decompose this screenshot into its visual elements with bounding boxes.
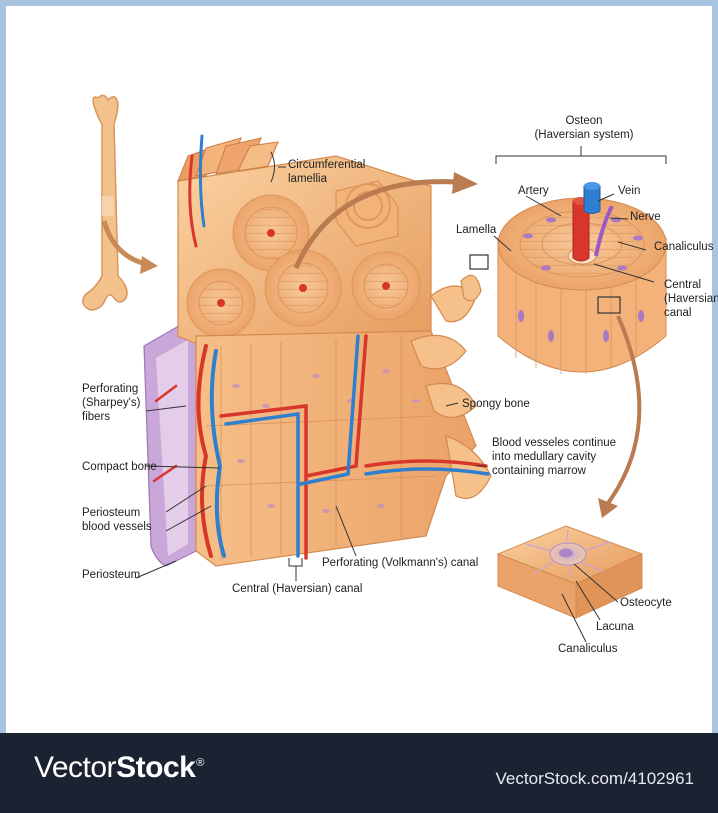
spongy-bone-label: Spongy bone (462, 397, 530, 411)
nerve-label: Nerve (630, 210, 661, 224)
vein-label: Vein (618, 184, 640, 198)
perforating-canal-label: Perforating (Volkmann's) canal (322, 556, 478, 570)
femur-icon (83, 95, 127, 310)
canaliculus-top-label: Canaliculus (654, 240, 713, 254)
watermark-footer: VectorStock® VectorStock.com/4102961 (0, 733, 718, 813)
periosteum-blood-vessels-label: Periosteum blood vessels (82, 506, 152, 534)
osteocyte-label: Osteocyte (620, 596, 672, 610)
lamella-label: Lamella (456, 223, 496, 237)
circumferential-lamellae-label: Circumferential lamellia (288, 158, 365, 186)
diagram-canvas: Osteon (Haversian system) Circumferentia… (6, 6, 712, 733)
central-canal-bottom-label: Central (Haversian) canal (232, 582, 362, 596)
vectorstock-url[interactable]: VectorStock.com/4102961 (496, 769, 694, 789)
blood-vessels-continue-label: Blood vesseles continue into medullary c… (492, 436, 616, 478)
central-canal-top-label: Central (Haversian) canal (664, 278, 718, 320)
canaliculus-bottom-label: Canaliculus (558, 642, 617, 656)
compact-bone-label: Compact bone (82, 460, 157, 474)
vectorstock-logo: VectorStock® (34, 751, 204, 785)
lacuna-label: Lacuna (596, 620, 634, 634)
perforating-fibers-label: Perforating (Sharpey's) fibers (82, 382, 140, 424)
periosteum-label: Periosteum (82, 568, 140, 582)
artery-label: Artery (518, 184, 549, 198)
osteon-label: Osteon (Haversian system) (524, 114, 644, 142)
